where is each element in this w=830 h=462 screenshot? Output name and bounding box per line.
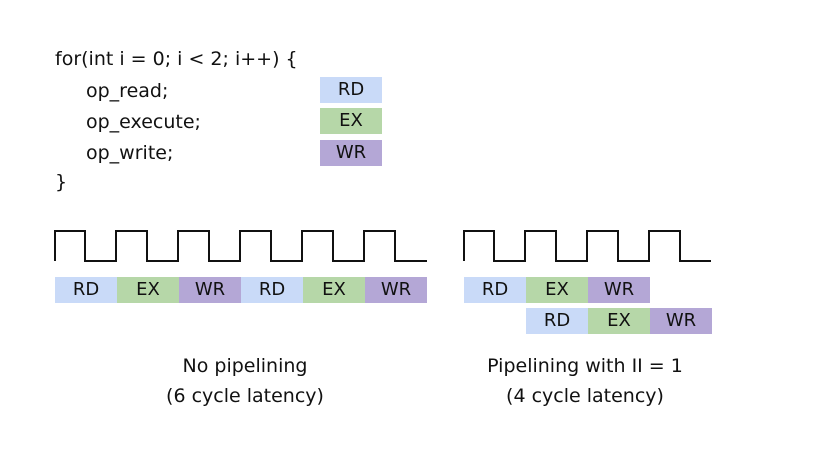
code-line-read: op_read; [86, 80, 169, 102]
clock-waveform-pipelining [463, 230, 711, 262]
pipelining-row1-stage-ex-2: EX [526, 277, 588, 303]
no-pipelining-stage-ex-5: EX [303, 277, 365, 303]
code-line-for: for(int i = 0; i < 2; i++) { [55, 48, 298, 70]
legend-ex: EX [320, 108, 382, 134]
code-line-close: } [55, 171, 68, 193]
caption-pipelining-latency: (4 cycle latency) [506, 385, 664, 407]
no-pipelining-stage-wr-6: WR [365, 277, 427, 303]
pipelining-row2-stage-wr-3: WR [650, 308, 712, 334]
caption-pipelining-title: Pipelining with II = 1 [487, 355, 683, 377]
no-pipelining-stage-ex-2: EX [117, 277, 179, 303]
code-line-execute: op_execute; [86, 111, 201, 133]
pipelining-row1-stage-rd-1: RD [464, 277, 526, 303]
no-pipelining-stage-rd-1: RD [55, 277, 117, 303]
legend-wr: WR [320, 140, 382, 166]
pipelining-row1-stage-wr-3: WR [588, 277, 650, 303]
caption-no-pipelining-title: No pipelining [182, 355, 308, 377]
pipelining-row2-stage-ex-2: EX [588, 308, 650, 334]
legend-rd: RD [320, 77, 382, 103]
no-pipelining-stage-rd-4: RD [241, 277, 303, 303]
pipelining-row2-stage-rd-1: RD [526, 308, 588, 334]
no-pipelining-stage-wr-3: WR [179, 277, 241, 303]
caption-no-pipelining-latency: (6 cycle latency) [166, 385, 324, 407]
code-line-write: op_write; [86, 142, 174, 164]
clock-waveform-no-pipelining [54, 230, 427, 262]
